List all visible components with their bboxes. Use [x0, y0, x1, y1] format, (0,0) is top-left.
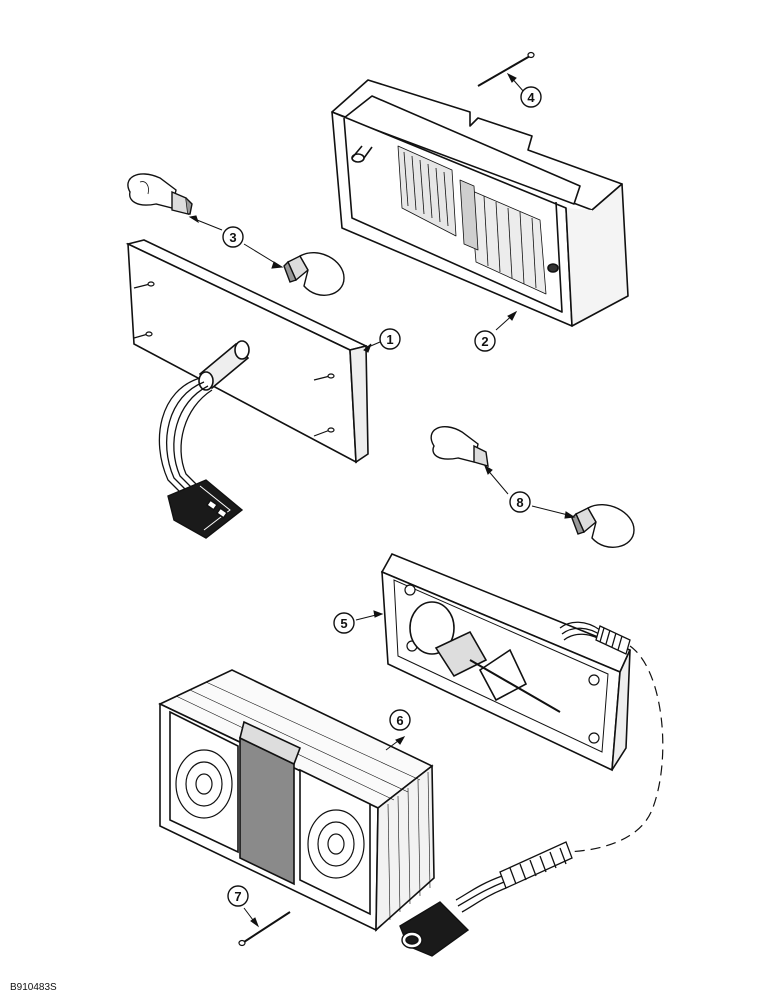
lamp-housing: [331, 79, 629, 327]
callout-3: 3: [222, 226, 244, 248]
leader-lines: [188, 72, 576, 928]
callout-5: 5: [333, 612, 355, 634]
callout-label: 3: [229, 230, 236, 245]
circuit-board-plate: [125, 239, 369, 464]
callout-label: 5: [340, 616, 347, 631]
callout-label: 4: [527, 90, 535, 105]
figure-reference-code: B910483S: [10, 982, 57, 993]
bulb-lower-left: [430, 426, 489, 467]
lens-wire-sleeve: [499, 841, 573, 889]
callout-2: 2: [474, 330, 496, 352]
callout-label: 7: [234, 889, 241, 904]
pin-upper: [477, 51, 535, 87]
callout-1: 1: [379, 328, 401, 350]
callout-label: 8: [516, 495, 523, 510]
lens-connector: [399, 901, 470, 957]
callout-label: 2: [481, 334, 488, 349]
bulb-holder-plate: [380, 552, 632, 772]
callout-7: 7: [227, 885, 249, 907]
bulb-lower-right: [571, 503, 635, 548]
plate-wire-harness: [158, 377, 213, 495]
callout-label: 6: [396, 713, 403, 728]
callout-label: 1: [386, 332, 393, 347]
bulb-upper-left: [127, 173, 193, 215]
plate-connector: [167, 479, 244, 539]
wire-connection-path: [559, 645, 664, 853]
callout-6: 6: [389, 709, 411, 731]
callout-8: 8: [509, 491, 531, 513]
lens-wire-harness: [455, 875, 507, 913]
housing-post: [351, 145, 559, 273]
lens-assembly: [158, 669, 435, 932]
holder-wire-sleeve: [595, 625, 631, 655]
callout-4: 4: [520, 86, 542, 108]
pin-lower: [238, 911, 291, 947]
bulb-upper-right: [283, 251, 345, 296]
